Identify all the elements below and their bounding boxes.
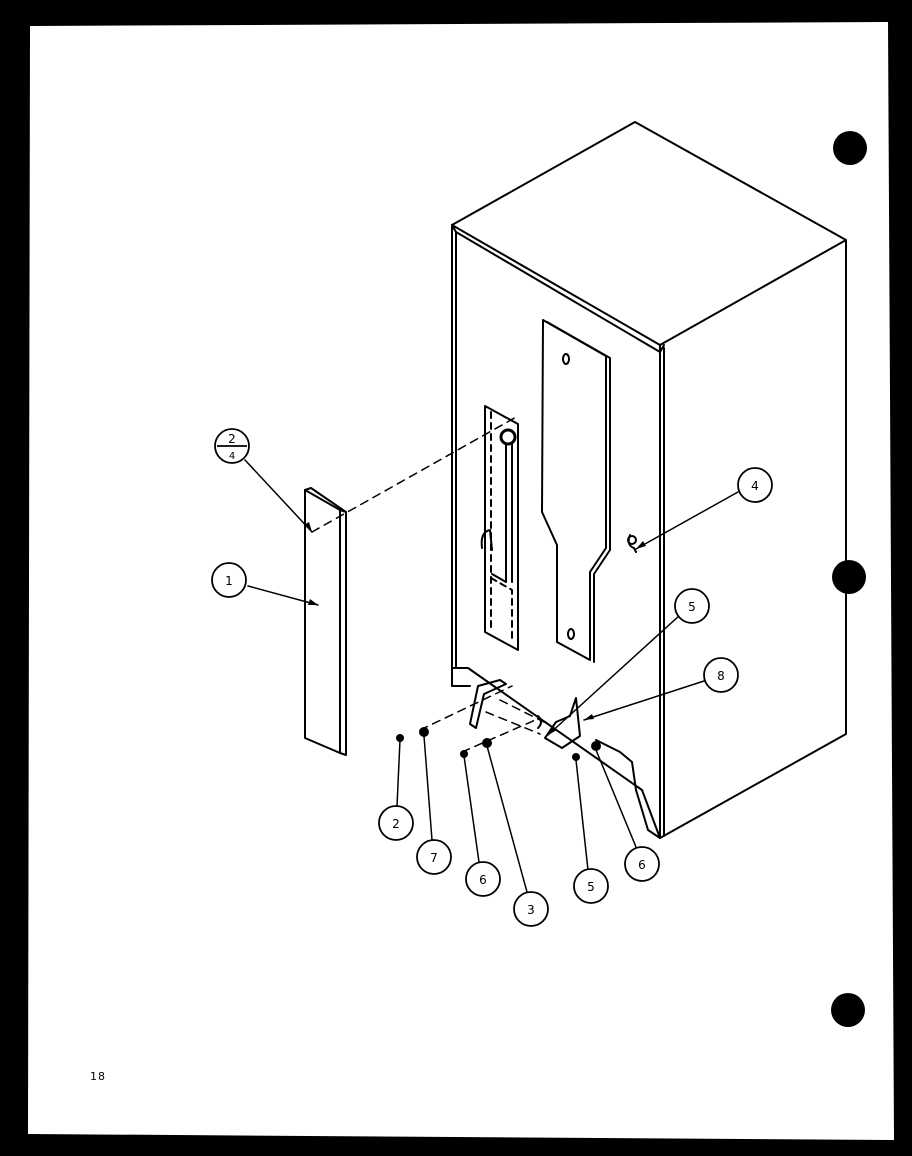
callouts	[211, 428, 773, 927]
assembly-line-bracket-right	[485, 711, 541, 735]
leader-6-left	[463, 755, 480, 863]
cabinet-base-notch	[595, 739, 661, 839]
leader-7	[423, 735, 433, 841]
leader-5-upper	[547, 614, 681, 736]
leader-5-lower	[575, 759, 589, 871]
callout-4	[737, 467, 773, 503]
leader-6-right	[595, 749, 637, 848]
callout-1-label: 1	[225, 574, 233, 588]
binder-hole-top	[833, 131, 867, 165]
front-panel-part	[304, 487, 347, 756]
callout-3	[513, 891, 549, 927]
callout-2-label: 2	[392, 817, 400, 831]
rear-cover-plate	[541, 319, 607, 661]
leader-2	[396, 739, 401, 807]
tubing-hook	[480, 529, 493, 551]
assembly-line-bracket-mid	[461, 717, 541, 753]
cover-plate-hole-bottom	[567, 628, 575, 640]
callout-5-lower	[573, 868, 609, 904]
cabinet-base	[451, 667, 471, 687]
callout-3-label: 3	[527, 903, 535, 917]
bracket-clip	[537, 715, 542, 729]
leader-2-4	[244, 459, 313, 533]
tubing-channel-lower	[490, 577, 513, 641]
callout-5-upper-label: 5	[688, 600, 696, 614]
rear-cover-plate-edge	[546, 321, 611, 663]
callout-2-4-top-label: 2	[228, 432, 236, 446]
front-panel-top	[304, 487, 347, 513]
leader-8	[583, 680, 705, 721]
assembly-line-bracket-left	[419, 685, 513, 731]
callout-6-left	[465, 861, 501, 897]
assembly-line-panel	[311, 415, 519, 533]
callout-2	[378, 805, 414, 841]
callout-6-right-label: 6	[638, 858, 646, 872]
leader-3	[486, 745, 528, 893]
callout-7-label: 7	[430, 851, 438, 865]
cabinet-side-face	[659, 239, 847, 839]
callout-labels: 2 4 1 4 5 8 2 7 6 3 5 6	[225, 432, 759, 917]
plug-part-head	[627, 535, 637, 545]
bracket-left	[469, 679, 507, 729]
fastener-screw-5	[572, 753, 580, 761]
leader-1	[247, 585, 319, 606]
callout-4-label: 4	[751, 479, 759, 493]
tubing-loop	[499, 428, 517, 446]
cover-plate-hole-top	[562, 353, 570, 365]
arrow-4	[636, 541, 646, 549]
callout-5-upper	[674, 588, 710, 624]
bracket-right	[544, 697, 581, 749]
tubing-line	[505, 443, 513, 583]
leader-arrowheads	[304, 522, 646, 735]
arrow-1	[308, 599, 318, 605]
callout-6-right	[624, 846, 660, 882]
cabinet-back-rim	[451, 224, 665, 353]
callout-8-label: 8	[717, 669, 725, 683]
paper	[28, 22, 894, 1140]
leader-lines	[244, 459, 739, 893]
binder-hole-bottom	[831, 993, 865, 1027]
fastener-screw-6-right	[591, 741, 601, 751]
leader-4	[635, 491, 739, 550]
callout-8	[703, 657, 739, 693]
callout-7	[416, 839, 452, 875]
arrow-8	[584, 714, 594, 720]
tubing-base	[491, 573, 507, 583]
arrow-5-upper	[548, 726, 557, 735]
binder-hole-middle	[832, 560, 866, 594]
callout-6-left-label: 6	[479, 873, 487, 887]
tubing-channel	[484, 405, 519, 651]
callout-2-4-bottom-label: 4	[229, 451, 235, 462]
callout-5-lower-label: 5	[587, 880, 595, 894]
arrow-2-4	[304, 522, 312, 532]
callout-1	[211, 562, 247, 598]
page-number: 18	[90, 1070, 106, 1083]
